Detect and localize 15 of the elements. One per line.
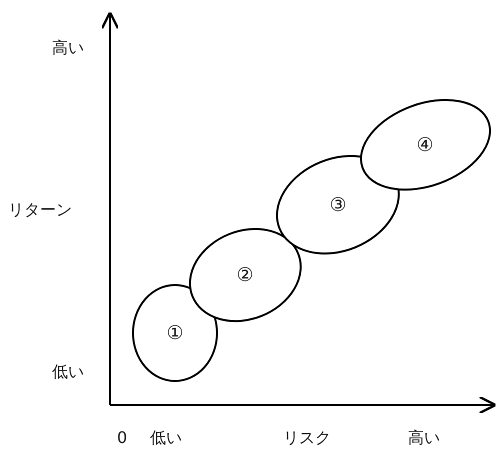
axis-title: リスク [283,428,331,449]
circled-number: ③ [329,194,347,216]
ellipse [275,154,401,256]
axis-label: 低い [150,428,182,449]
axis-label: 高い [52,38,84,59]
ellipse [188,226,302,324]
ellipse [131,283,219,383]
axis-title: リターン [8,200,72,221]
circled-number: ① [166,322,184,344]
circled-number: ② [236,264,254,286]
axis-label: 高い [408,428,440,449]
axis-label: 0 [117,428,128,447]
ellipse [358,98,492,192]
axis-label: 低い [52,362,84,383]
circled-number: ④ [416,134,434,156]
